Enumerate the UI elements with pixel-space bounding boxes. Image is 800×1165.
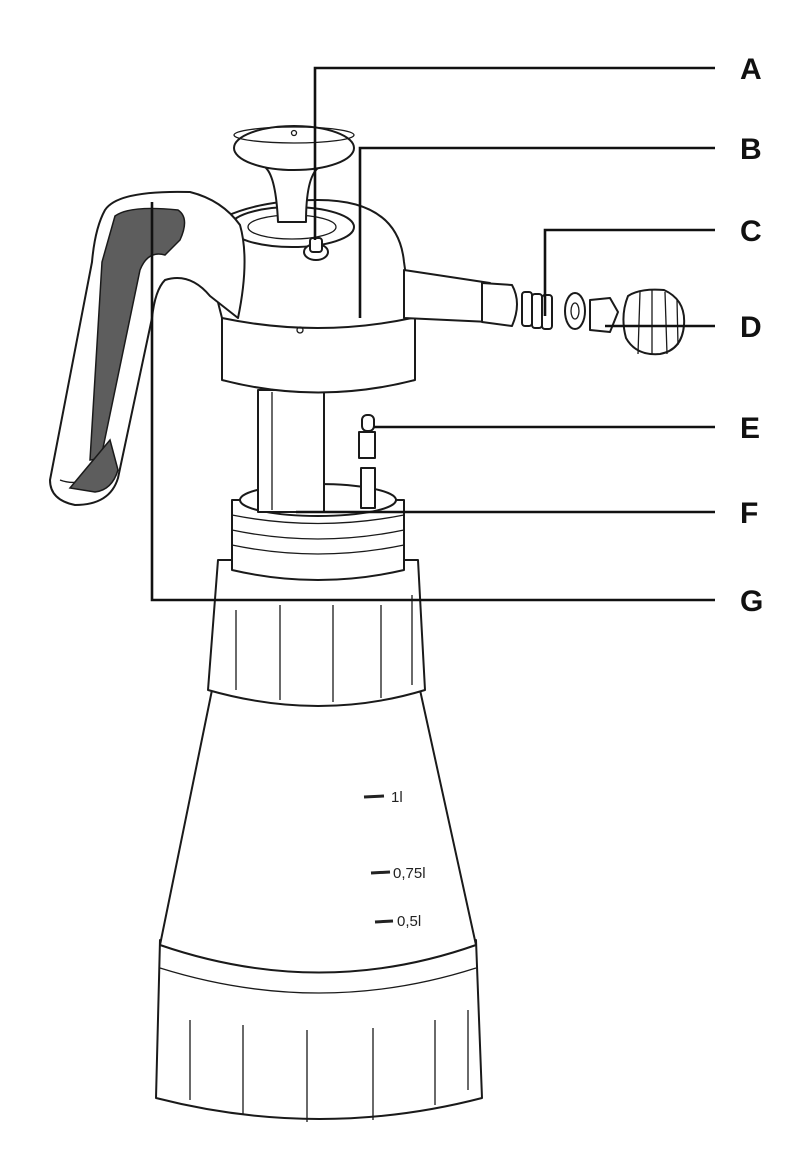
bottle-base-grip-ribs <box>189 1010 469 1122</box>
bottle-body <box>159 689 477 974</box>
bottle-base-collar <box>155 939 483 1120</box>
bottle-neck-thread-lines <box>231 514 405 555</box>
callout-labels: A B C D E F G <box>740 53 763 618</box>
scale-label-05l: 0,5l <box>397 913 421 930</box>
plunger-stem <box>265 167 319 223</box>
leader-lines <box>150 66 715 602</box>
leader-line-g <box>150 202 715 602</box>
pump-cylinder <box>257 389 325 513</box>
callout-c: C <box>740 215 762 248</box>
trigger-handle <box>49 190 246 506</box>
bottle-shoulder <box>207 559 426 707</box>
callout-g: G <box>740 585 763 618</box>
leader-line-b <box>358 146 715 318</box>
leader-line-a <box>313 66 715 240</box>
scale-tick-1l <box>363 794 385 799</box>
pump-vent-hole <box>296 326 304 334</box>
scale-label-1l: 1l <box>391 789 403 806</box>
spray-tube <box>403 269 491 323</box>
nozzle-spring <box>521 291 553 330</box>
callout-a: A <box>740 53 762 86</box>
scale-tick-05l <box>374 919 394 924</box>
bottle-shoulder-ribs <box>235 595 413 702</box>
check-valve-cap <box>361 414 375 432</box>
plunger-knob <box>233 125 355 171</box>
bottle-neck-thread <box>231 499 405 581</box>
nozzle-cap-grip <box>637 290 679 355</box>
callout-b: B <box>740 133 762 166</box>
bottle: 1l 0,75l 0,5l <box>155 483 483 1122</box>
scale-tick-075l <box>370 870 391 875</box>
scale-label-075l: 0,75l <box>393 865 426 882</box>
callout-d: D <box>740 311 762 344</box>
callout-e: E <box>740 412 760 445</box>
nozzle-swirl-insert <box>589 297 619 333</box>
leader-line-c <box>543 228 715 316</box>
pump-cylinder-assembly <box>257 389 376 513</box>
nozzle-cap <box>622 288 686 356</box>
check-valve-body <box>358 431 376 459</box>
bottle-body-lower-band <box>159 944 477 994</box>
dip-tube <box>360 467 376 509</box>
callout-f: F <box>740 497 758 530</box>
volume-scale: 1l 0,75l 0,5l <box>363 789 426 930</box>
nozzle-exploded-parts <box>521 288 686 356</box>
spray-tube-nut <box>481 282 518 327</box>
nozzle-o-ring <box>564 292 586 330</box>
pump-head <box>199 125 518 394</box>
